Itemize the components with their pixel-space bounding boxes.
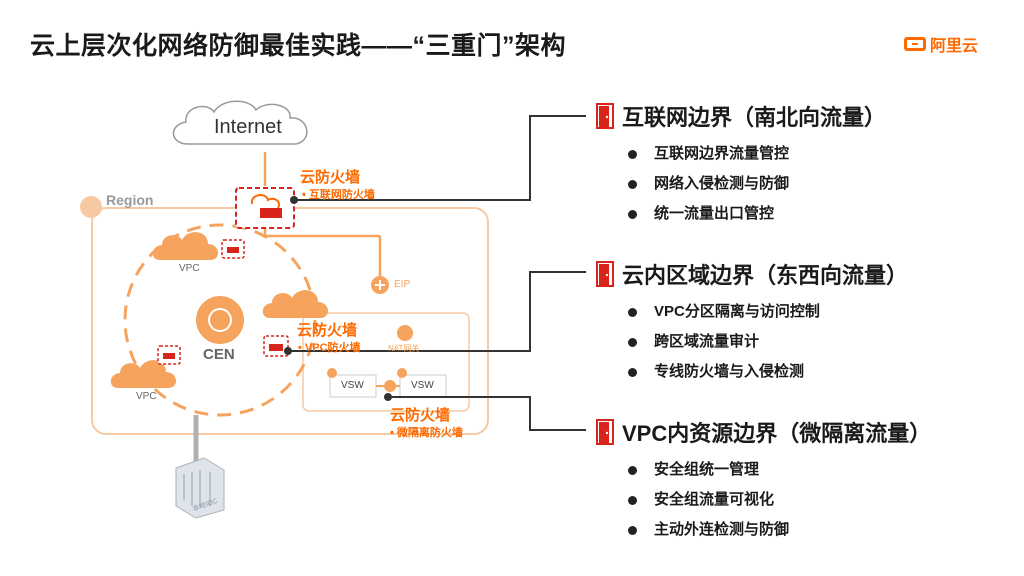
vpc-cloud-top — [152, 232, 219, 260]
callout-line-vpc — [288, 271, 586, 352]
list-item: 安全组统一管理 — [626, 458, 931, 488]
fw-vpc-sub: • VPC防火墙 — [298, 342, 361, 354]
section-vpc-resource-boundary: VPC内资源边界（微隔离流量） 安全组统一管理 安全组流量可视化 主动外连检测与… — [596, 416, 931, 548]
list-item: 主动外连检测与防御 — [626, 518, 931, 548]
internet-cloud-shape — [172, 100, 308, 145]
vpc-cloud-bottom — [110, 360, 177, 388]
section-cloud-region-boundary: 云内区域边界（东西向流量） VPC分区隔离与访问控制 跨区域流量审计 专线防火墙… — [596, 258, 908, 390]
vpc-inner-frame — [302, 312, 470, 412]
section-internet-boundary: 互联网边界（南北向流量） 互联网边界流量管控 网络入侵检测与防御 统一流量出口管… — [596, 100, 886, 232]
region-label: Region — [106, 192, 154, 208]
fw-internet-sub: • 互联网防火墙 — [302, 189, 375, 201]
section-title: VPC内资源边界（微隔离流量） — [622, 421, 932, 446]
callout-line-micro — [388, 396, 586, 431]
list-item: 统一流量出口管控 — [626, 202, 886, 232]
door-icon — [596, 103, 614, 129]
vsw-icon-2 — [397, 368, 407, 378]
vpc-cloud-right — [262, 290, 329, 318]
fw-vpc-title: 云防火墙 — [297, 322, 358, 339]
nat-label: NAT网关 — [388, 344, 420, 353]
region-icon — [80, 196, 102, 218]
fw-micro-title: 云防火墙 — [390, 407, 451, 424]
logo-text: 阿里云 — [930, 38, 979, 55]
fw-micro-sub: • 微隔离防火墙 — [390, 427, 463, 439]
section-title: 互联网边界（南北向流量） — [622, 105, 887, 130]
list-item: 专线防火墙与入侵检测 — [626, 360, 908, 390]
fw-internet-title: 云防火墙 — [300, 169, 361, 186]
aliyun-logo-icon — [904, 37, 926, 51]
vpc-top-label: VPC — [179, 263, 200, 274]
aliyun-logo: 阿里云 — [904, 32, 978, 56]
vsw-label-2: VSW — [411, 380, 434, 391]
vsw-label-1: VSW — [341, 380, 364, 391]
door-icon — [596, 419, 614, 445]
list-item: 网络入侵检测与防御 — [626, 172, 886, 202]
eip-label: EIP — [394, 279, 411, 290]
list-item: 安全组流量可视化 — [626, 488, 931, 518]
internet-label: Internet — [214, 116, 282, 138]
nat-icon — [397, 325, 413, 341]
cen-node — [196, 296, 244, 344]
callout-line-internet — [294, 115, 586, 201]
cen-icon — [208, 308, 232, 332]
cen-label: CEN — [203, 346, 235, 363]
page-title: 云上层次化网络防御最佳实践——“三重门”架构 — [30, 32, 567, 60]
cen-ring — [123, 223, 317, 417]
list-item: 互联网边界流量管控 — [626, 142, 886, 172]
list-item: VPC分区隔离与访问控制 — [626, 300, 908, 330]
vpc-bottom-label: VPC — [136, 391, 157, 402]
door-icon — [596, 261, 614, 287]
section-title: 云内区域边界（东西向流量） — [622, 263, 909, 288]
list-item: 跨区域流量审计 — [626, 330, 908, 360]
vsw-icon-1 — [327, 368, 337, 378]
